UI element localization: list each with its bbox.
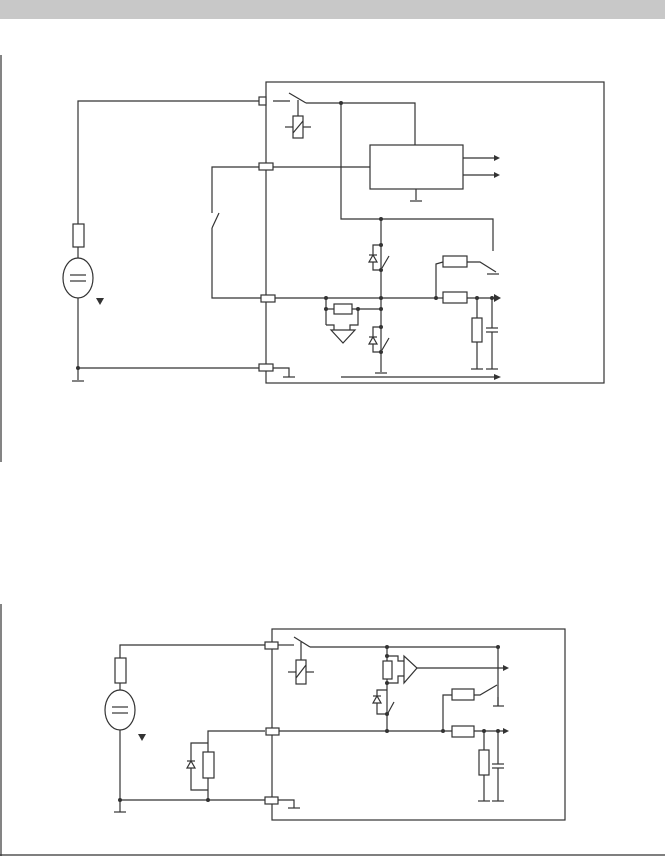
output-arrow-icon <box>503 665 509 671</box>
terminal-icon <box>260 294 276 303</box>
marker-triangle-icon <box>138 734 146 741</box>
resistor-icon <box>442 291 468 304</box>
resistor-icon <box>451 688 475 701</box>
resistor-icon <box>202 751 215 779</box>
relay-contact-icon <box>288 92 307 104</box>
terminal-icon <box>258 96 267 106</box>
circuit-diagram-2 <box>104 628 566 821</box>
amplifier-icon <box>403 654 418 685</box>
dc-source-icon <box>104 689 136 731</box>
diode-icon <box>185 759 197 769</box>
dc-source-icon <box>62 257 94 299</box>
terminal-icon <box>264 641 279 650</box>
output-arrow-icon <box>494 294 501 302</box>
diode-icon <box>367 253 379 263</box>
electronics-block <box>369 144 464 190</box>
external-switch-icon <box>211 212 220 229</box>
circuit-diagram-1 <box>62 81 605 384</box>
resistor-icon <box>478 749 490 776</box>
marker-triangle-icon <box>96 298 104 305</box>
output-arrow-icon <box>503 728 509 734</box>
terminal-icon <box>265 727 280 736</box>
relay-contact-icon <box>293 636 311 648</box>
fuse-icon <box>72 223 85 248</box>
switch-contact-icon <box>387 701 395 714</box>
resistor-icon <box>471 317 483 343</box>
resistor-icon <box>382 660 393 680</box>
switch-contact-icon <box>381 337 390 351</box>
signal-arrow-icon <box>494 374 501 380</box>
terminal-icon <box>258 363 274 372</box>
device-housing <box>265 81 605 384</box>
fuse-icon <box>114 657 127 684</box>
output-arrow-icon <box>494 172 500 178</box>
amplifier-icon <box>329 329 357 344</box>
resistor-icon <box>451 725 475 738</box>
resistor-icon <box>333 303 353 315</box>
diode-icon <box>367 335 379 345</box>
device-housing <box>271 628 566 821</box>
switch-contact-icon <box>467 261 497 273</box>
resistor-icon <box>442 255 468 268</box>
terminal-icon <box>264 796 279 805</box>
output-arrow-icon <box>494 155 500 161</box>
terminal-icon <box>258 162 274 171</box>
header-bar <box>0 0 665 19</box>
switch-contact-icon <box>474 684 498 696</box>
diode-icon <box>371 694 383 704</box>
switch-contact-icon <box>381 255 390 269</box>
